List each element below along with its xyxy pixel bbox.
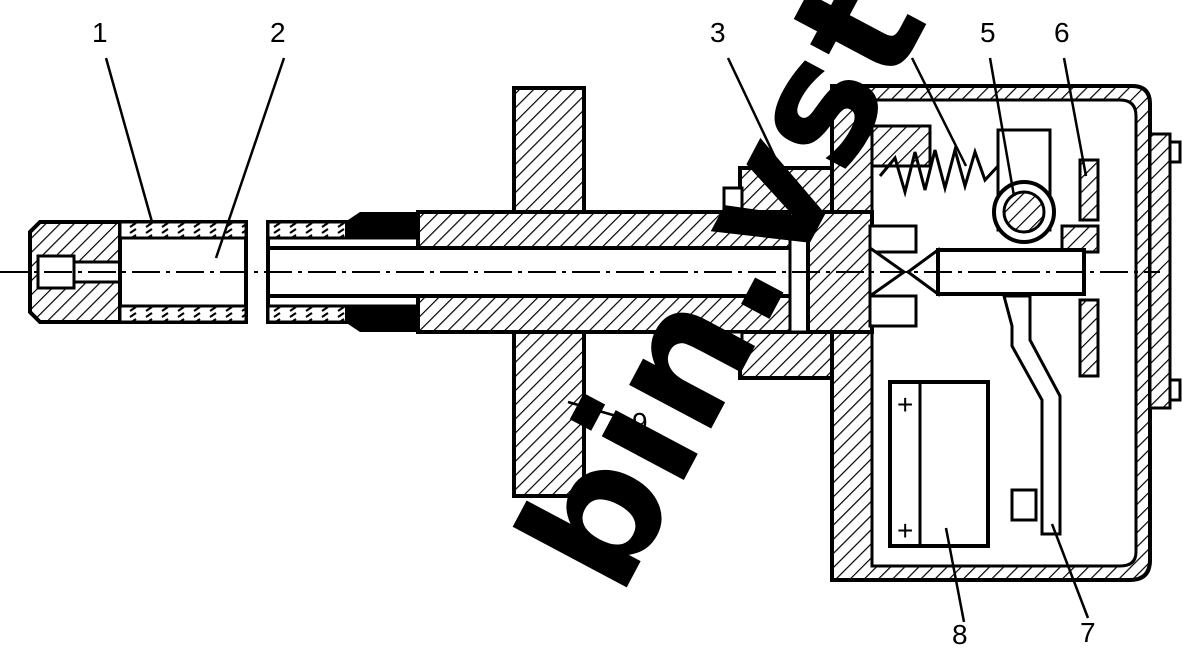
callout-1: 1 — [92, 17, 108, 48]
lever — [1002, 294, 1062, 536]
battery-plus-bottom: + — [897, 515, 913, 546]
callout-3: 3 — [710, 17, 726, 48]
spring — [870, 124, 1000, 198]
callout-8: 8 — [952, 619, 968, 648]
callout-6: 6 — [1054, 17, 1070, 48]
callout-9: 9 — [632, 407, 648, 438]
callout-5: 5 — [980, 17, 996, 48]
leader-lines — [104, 57, 1090, 623]
battery: + + — [888, 380, 990, 548]
callout-4: 4 — [898, 17, 914, 48]
battery-plus-top: + — [897, 389, 913, 420]
callout-7: 7 — [1080, 617, 1096, 648]
mounting-wall — [512, 86, 586, 498]
callout-labels: 1 2 3 4 5 6 7 8 9 — [92, 17, 1096, 648]
roller — [992, 128, 1056, 244]
threaded-bushing — [722, 166, 834, 380]
callout-2: 2 — [270, 17, 286, 48]
